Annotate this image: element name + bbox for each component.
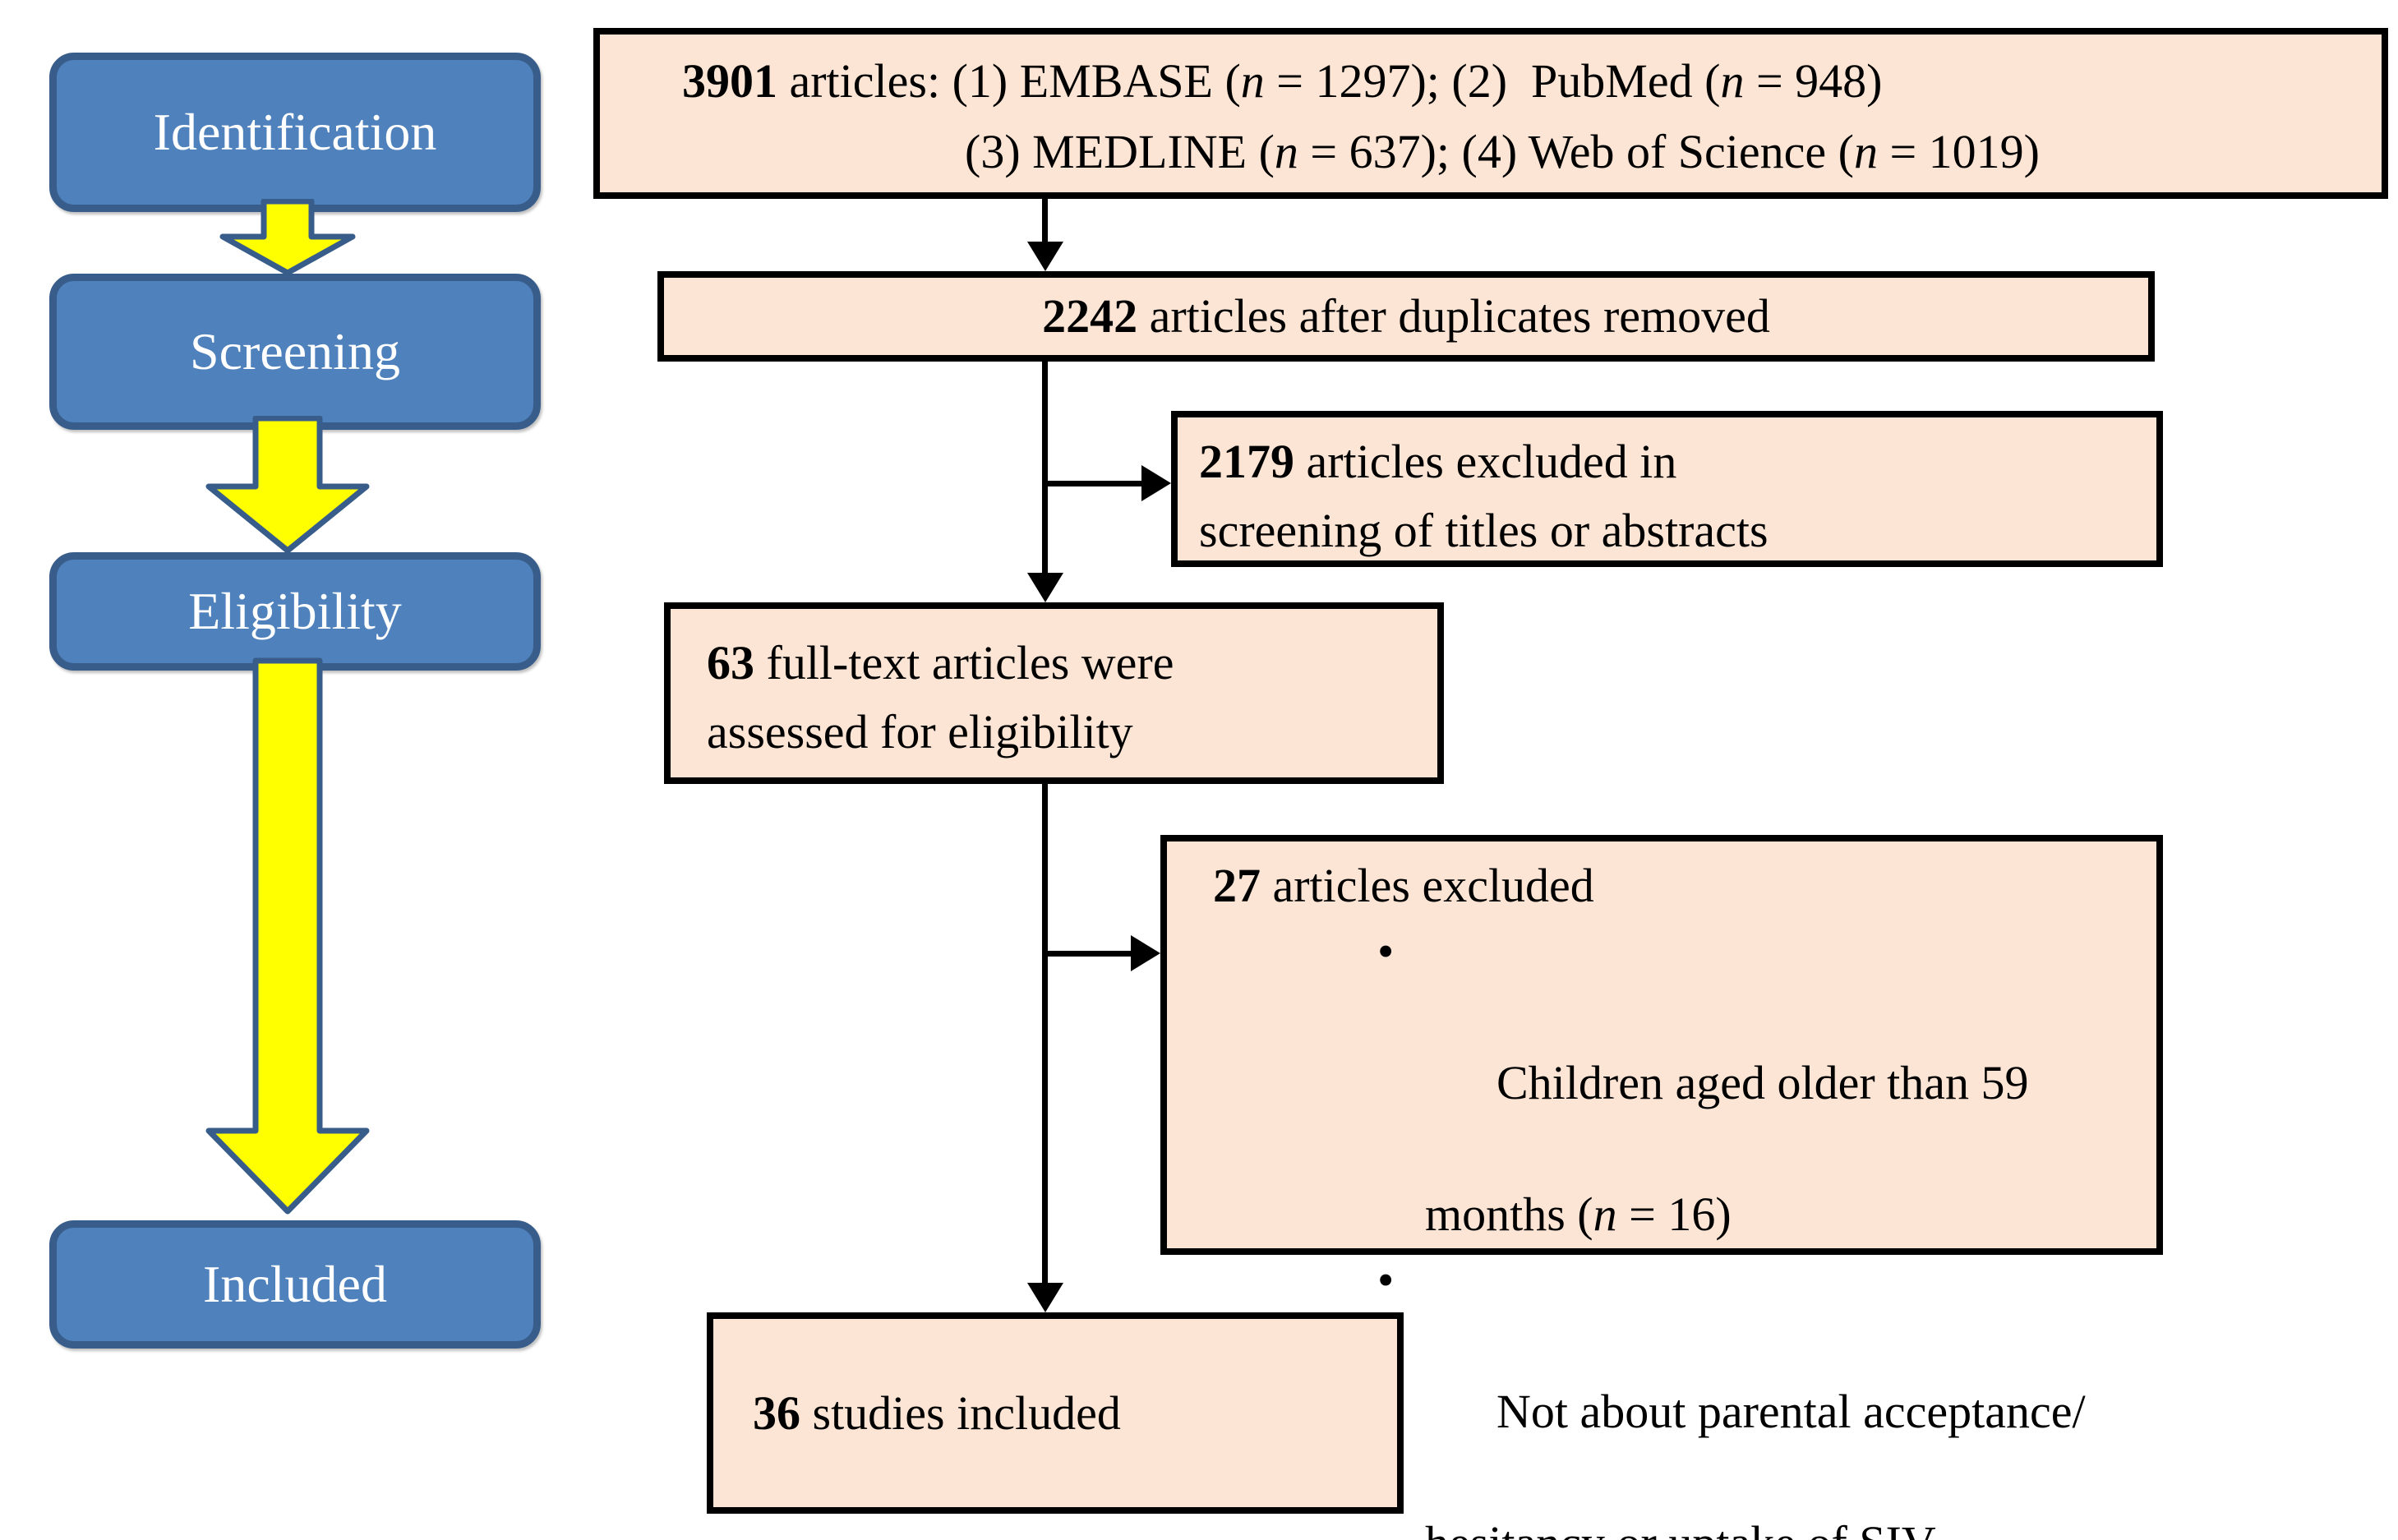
down-arrow-icon bbox=[205, 657, 370, 1215]
stage-box-eligibility: Eligibility bbox=[49, 552, 541, 671]
flow-box-text-line: 2179 articles excluded in bbox=[1199, 435, 1677, 488]
flow-line bbox=[1042, 360, 1048, 575]
flow-line bbox=[1045, 951, 1131, 957]
stage-label: Eligibility bbox=[188, 582, 402, 640]
flow-line bbox=[1042, 199, 1048, 245]
flow-box-text-line: months (n = 16) bbox=[1425, 1187, 1732, 1241]
arrowhead-right-icon bbox=[1141, 465, 1171, 501]
arrowhead-down-icon bbox=[1027, 1283, 1063, 1312]
flow-box-text-line: hesitancy or uptake of SIV bbox=[1213, 1510, 2140, 1540]
down-arrow-icon bbox=[219, 199, 356, 276]
bullet-item: • Not about parental acceptance/ bbox=[1213, 1247, 2140, 1510]
arrowhead-right-icon bbox=[1131, 935, 1160, 971]
stage-box-included: Included bbox=[49, 1220, 541, 1349]
flow-box-text-line: assessed for eligibility bbox=[707, 705, 1133, 758]
flow-box-fulltext-excluded: 27 articles excluded • Children aged old… bbox=[1160, 835, 2163, 1540]
flow-box-text-line: screening of titles or abstracts bbox=[1199, 504, 1769, 557]
stage-label: Screening bbox=[190, 322, 400, 380]
flow-box-fulltext-assessed: 63 full-text articles were assessed for … bbox=[664, 602, 1444, 784]
flow-box-text-line: Not about parental acceptance/ bbox=[1496, 1385, 2086, 1438]
bullet-icon: • bbox=[1377, 924, 1395, 978]
down-arrow-icon bbox=[205, 416, 370, 554]
flow-box-text-line: 3901 articles: (1) EMBASE (n = 1297); (2… bbox=[682, 54, 1883, 108]
flow-line bbox=[1042, 782, 1048, 1285]
flow-box-text-line: 63 full-text articles were bbox=[707, 636, 1174, 689]
arrowhead-down-icon bbox=[1027, 242, 1063, 271]
bullet-icon: • bbox=[1377, 1253, 1395, 1307]
stage-label: Included bbox=[203, 1255, 387, 1313]
arrowhead-down-icon bbox=[1027, 573, 1063, 602]
stage-box-screening: Screening bbox=[49, 274, 541, 430]
flow-box-records-identified: 3901 articles: (1) EMBASE (n = 1297); (2… bbox=[593, 28, 2388, 199]
stage-label: Identification bbox=[153, 103, 437, 161]
flow-box-text-line: 27 articles excluded bbox=[1213, 859, 1594, 912]
bullet-item: • Children aged older than 59 bbox=[1213, 919, 2140, 1182]
flow-box-text-line: 36 studies included bbox=[753, 1386, 1121, 1440]
flow-box-studies-included: 36 studies included bbox=[707, 1312, 1404, 1514]
flow-box-text-line: Children aged older than 59 bbox=[1496, 1056, 2029, 1109]
flow-line bbox=[1045, 481, 1141, 486]
flow-box-text-line: (3) MEDLINE (n = 637); (4) Web of Scienc… bbox=[965, 125, 2040, 178]
stage-box-identification: Identification bbox=[49, 53, 541, 212]
flow-box-text-line: 2242 articles after duplicates removed bbox=[1042, 289, 1770, 343]
flow-box-duplicates-removed: 2242 articles after duplicates removed bbox=[657, 271, 2155, 362]
flow-box-screening-excluded: 2179 articles excluded in screening of t… bbox=[1171, 411, 2163, 567]
